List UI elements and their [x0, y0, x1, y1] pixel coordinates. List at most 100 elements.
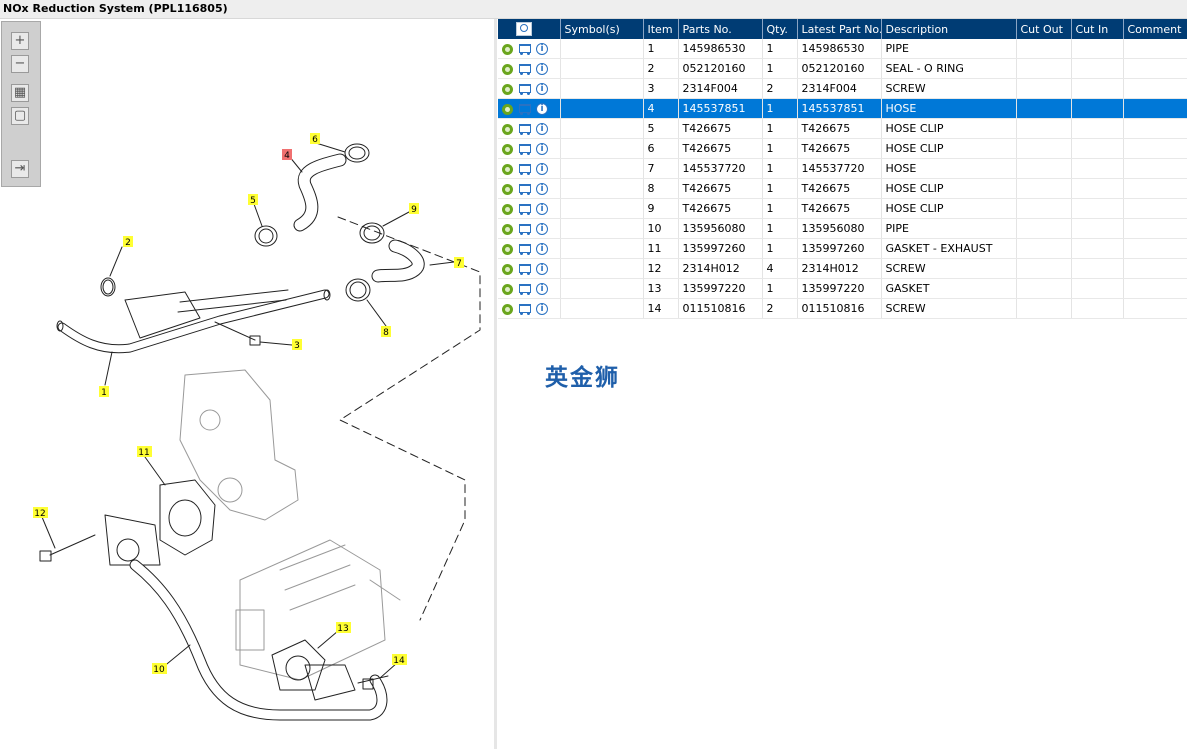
callout-8[interactable]: 8	[381, 326, 391, 338]
zoom-in-icon[interactable]: +	[11, 32, 29, 50]
info-icon[interactable]: i	[536, 243, 548, 255]
add-to-cart-icon[interactable]	[517, 123, 532, 135]
add-to-cart-icon[interactable]	[517, 43, 532, 55]
info-icon[interactable]: i	[536, 43, 548, 55]
add-to-cart-icon[interactable]	[517, 283, 532, 295]
callout-1[interactable]: 1	[99, 386, 109, 398]
header-item[interactable]: Item	[643, 19, 679, 39]
add-to-cart-icon[interactable]	[517, 143, 532, 155]
cell-latest-part-no: 145986530	[797, 39, 882, 59]
row-actions: i	[498, 158, 561, 179]
info-icon[interactable]: i	[536, 63, 548, 75]
callout-10[interactable]: 10	[152, 663, 167, 675]
options-gear-icon[interactable]	[502, 303, 513, 315]
add-to-cart-icon[interactable]	[517, 243, 532, 255]
callout-13[interactable]: 13	[336, 622, 351, 634]
options-gear-icon[interactable]	[502, 183, 513, 195]
options-gear-icon[interactable]	[502, 143, 513, 155]
cell-comment	[1123, 39, 1187, 59]
callout-4[interactable]: 4	[282, 149, 292, 161]
callout-11[interactable]: 11	[137, 446, 152, 458]
header-search[interactable]	[498, 19, 561, 39]
options-gear-icon[interactable]	[502, 223, 513, 235]
header-cut-in[interactable]: Cut In	[1071, 19, 1124, 39]
add-to-cart-icon[interactable]	[517, 103, 532, 115]
header-parts-no[interactable]: Parts No.	[678, 19, 763, 39]
cell-comment	[1123, 98, 1187, 119]
cell-cut-out	[1016, 258, 1072, 279]
options-gear-icon[interactable]	[502, 103, 513, 115]
info-icon[interactable]: i	[536, 203, 548, 215]
callout-12[interactable]: 12	[33, 507, 48, 519]
callout-5[interactable]: 5	[248, 194, 258, 206]
info-icon[interactable]: i	[536, 223, 548, 235]
options-gear-icon[interactable]	[502, 43, 513, 55]
info-icon[interactable]: i	[536, 143, 548, 155]
callout-7[interactable]: 7	[454, 257, 464, 269]
add-to-cart-icon[interactable]	[517, 303, 532, 315]
add-to-cart-icon[interactable]	[517, 163, 532, 175]
options-gear-icon[interactable]	[502, 63, 513, 75]
callout-2[interactable]: 2	[123, 236, 133, 248]
options-gear-icon[interactable]	[502, 163, 513, 175]
cell-comment	[1123, 198, 1187, 219]
options-gear-icon[interactable]	[502, 243, 513, 255]
options-gear-icon[interactable]	[502, 263, 513, 275]
add-to-cart-icon[interactable]	[517, 63, 532, 75]
cell-comment	[1123, 118, 1187, 139]
info-icon[interactable]: i	[536, 263, 548, 275]
add-to-cart-icon[interactable]	[517, 203, 532, 215]
fit-all-icon[interactable]: ▦	[11, 84, 29, 102]
header-symbols[interactable]: Symbol(s)	[560, 19, 644, 39]
add-to-cart-icon[interactable]	[517, 223, 532, 235]
add-to-cart-icon[interactable]	[517, 83, 532, 95]
callout-3[interactable]: 3	[292, 339, 302, 351]
options-gear-icon[interactable]	[502, 283, 513, 295]
export-icon[interactable]: ⇥	[11, 160, 29, 178]
row-actions: i	[498, 238, 561, 259]
header-cut-out[interactable]: Cut Out	[1016, 19, 1072, 39]
svg-text:7: 7	[456, 259, 462, 269]
header-qty[interactable]: Qty.	[762, 19, 798, 39]
header-description[interactable]: Description	[881, 19, 1017, 39]
parts-diagram-panel[interactable]: + − ▦ ▢ ⇥	[0, 19, 495, 749]
header-comment[interactable]: Comment	[1123, 19, 1187, 39]
cell-description: GASKET - EXHAUST	[881, 238, 1017, 259]
info-icon[interactable]: i	[536, 83, 548, 95]
info-icon[interactable]: i	[536, 123, 548, 135]
cell-cut-in	[1071, 158, 1124, 179]
callout-9[interactable]: 9	[409, 203, 419, 215]
header-latest-part-no[interactable]: Latest Part No.	[797, 19, 882, 39]
callout-6[interactable]: 6	[310, 133, 320, 145]
info-icon[interactable]: i	[536, 303, 548, 315]
options-gear-icon[interactable]	[502, 123, 513, 135]
magnifier-icon[interactable]	[516, 22, 532, 36]
options-gear-icon[interactable]	[502, 83, 513, 95]
info-icon[interactable]: i	[536, 163, 548, 175]
add-to-cart-icon[interactable]	[517, 183, 532, 195]
options-gear-icon[interactable]	[502, 203, 513, 215]
row-actions: i	[498, 78, 561, 99]
callout-14[interactable]: 14	[392, 654, 407, 666]
info-icon[interactable]: i	[536, 183, 548, 195]
splitter[interactable]	[494, 19, 497, 749]
add-to-cart-icon[interactable]	[517, 263, 532, 275]
fit-window-icon[interactable]: ▢	[11, 107, 29, 125]
info-icon[interactable]: i	[536, 283, 548, 295]
info-icon[interactable]: i	[536, 103, 548, 115]
zoom-out-icon[interactable]: −	[11, 55, 29, 73]
